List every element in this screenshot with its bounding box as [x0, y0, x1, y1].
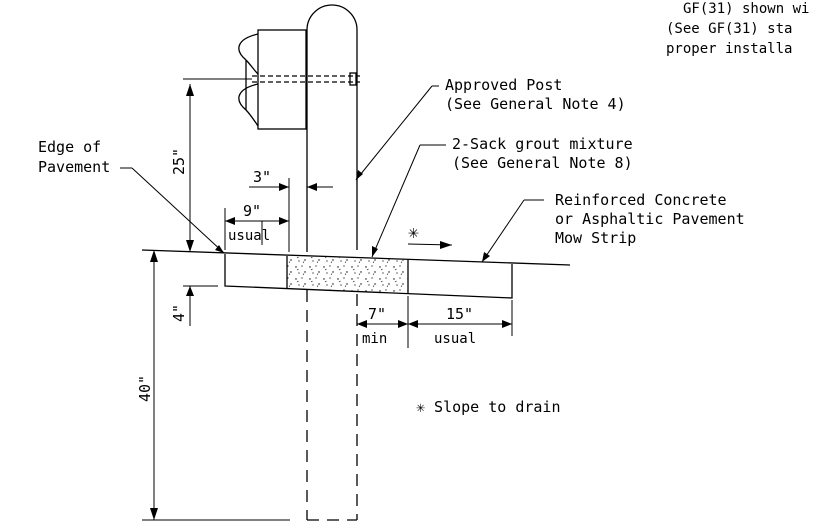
edge-of-pavement-label: Edge of [38, 138, 101, 156]
concrete-label-1: Reinforced Concrete [555, 191, 727, 209]
slope-note: ✳ Slope to drain [416, 398, 561, 416]
dim-9: 9" usual [224, 202, 289, 250]
grout-label: 2-Sack grout mixture [452, 135, 633, 153]
concrete-label-3: Mow Strip [555, 229, 636, 247]
dim-9-sublabel: usual [228, 228, 270, 244]
approved-post-note: (See General Note 4) [445, 95, 626, 113]
post-embedment [306, 290, 358, 521]
dim-3: 3" [249, 168, 333, 252]
dim-7-sublabel: min [362, 331, 387, 347]
dim-7-label: 7" [368, 305, 386, 323]
dim-40: 40" [136, 250, 290, 521]
concrete-label-2: or Asphaltic Pavement [555, 210, 745, 228]
bolt [252, 72, 360, 86]
ground-line [141, 249, 571, 266]
dim-3-label: 3" [253, 168, 271, 186]
slope-symbol: ✳ [408, 222, 419, 243]
note-line-1: GF(31) shown wi [683, 1, 809, 17]
edge-of-pavement-label-2: Pavement [38, 158, 110, 176]
dim-40-label: 40" [136, 375, 154, 402]
note-line-2: (See GF(31) sta [666, 21, 792, 37]
note-line-3: proper installa [666, 41, 792, 57]
w-beam-rail [238, 29, 307, 130]
grout-note: (See General Note 8) [452, 154, 633, 172]
dim-25-label: 25" [170, 148, 188, 175]
dim-15-label: 15" [446, 305, 473, 323]
post [306, 4, 358, 252]
approved-post-label: Approved Post [445, 76, 562, 94]
dim-4: 4" [170, 285, 218, 326]
dim-4-label: 4" [170, 304, 188, 322]
dim-9-label: 9" [243, 202, 261, 220]
dim-15-sublabel: usual [434, 331, 476, 347]
dim-7-15: 7" 15" min usual [357, 296, 513, 348]
grout-fill [287, 256, 408, 294]
dim-25: 25" [170, 78, 252, 252]
